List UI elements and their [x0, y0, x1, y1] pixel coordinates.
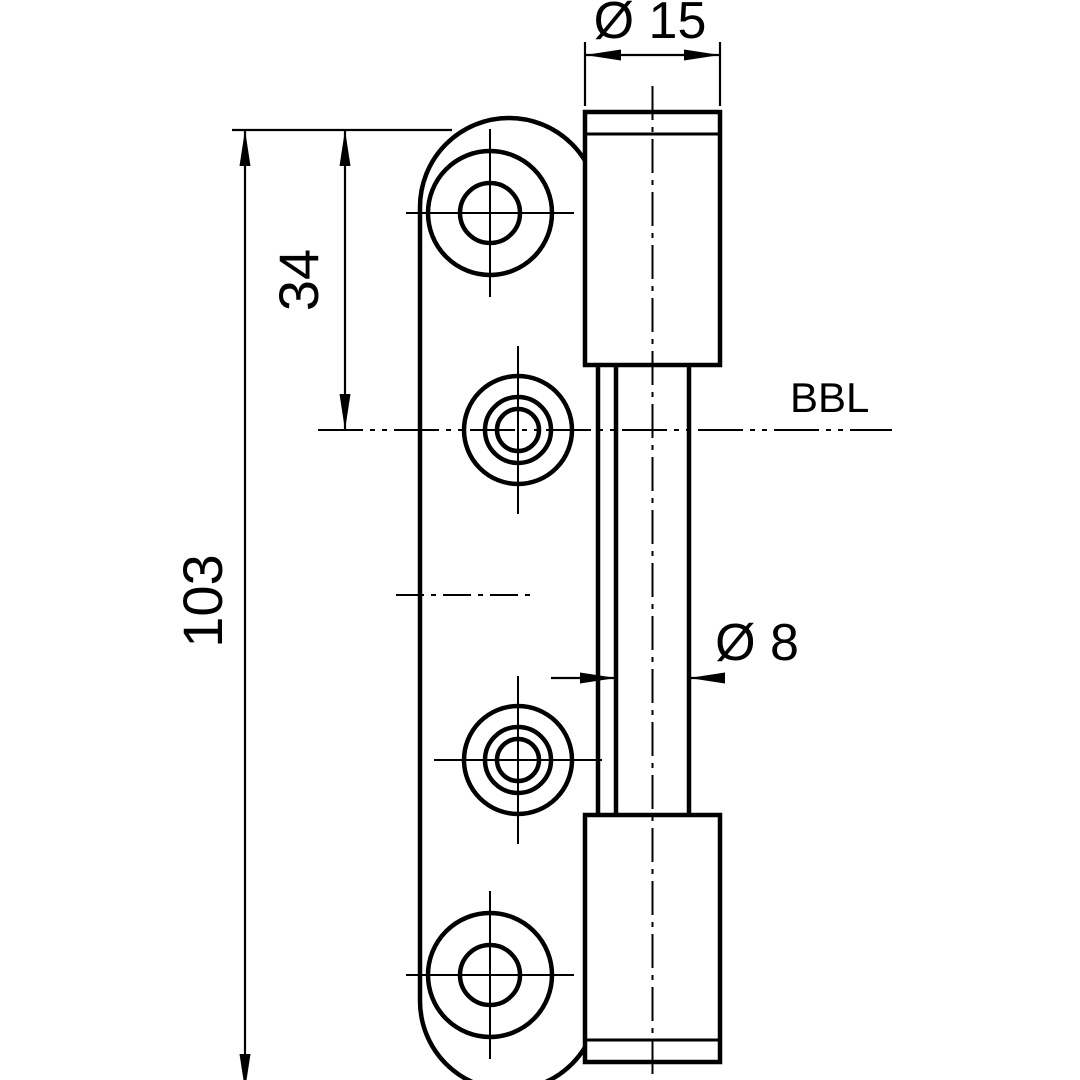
dim34-label: 34	[267, 249, 330, 311]
screw-hole-lower-middle	[434, 676, 602, 844]
dim34-arrow-top	[339, 130, 351, 166]
dimension-hole-spacing: 34	[267, 130, 351, 430]
dim15-label: Ø 15	[594, 0, 707, 50]
dim15-arrow-right	[684, 49, 720, 61]
dim8-arrow-right	[689, 672, 725, 684]
dimension-barrel-diameter: Ø 15	[583, 0, 722, 106]
dimension-overall-height: 103	[171, 128, 452, 1080]
centerlines	[318, 86, 892, 1080]
bbl-label: BBL	[790, 374, 869, 421]
dim103-arrow-bottom	[239, 1054, 251, 1080]
dimension-pin-diameter: Ø 8	[551, 614, 799, 684]
screw-hole-bottom	[406, 891, 574, 1059]
screw-hole-top	[406, 129, 574, 297]
dim8-arrow-left	[580, 672, 616, 684]
dim15-arrow-left	[585, 49, 621, 61]
hinge-plate	[417, 115, 601, 1080]
dim103-arrow-top	[239, 130, 251, 166]
dim34-arrow-bottom	[339, 394, 351, 430]
dim103-label: 103	[171, 554, 234, 647]
dim8-label: Ø 8	[715, 614, 799, 672]
